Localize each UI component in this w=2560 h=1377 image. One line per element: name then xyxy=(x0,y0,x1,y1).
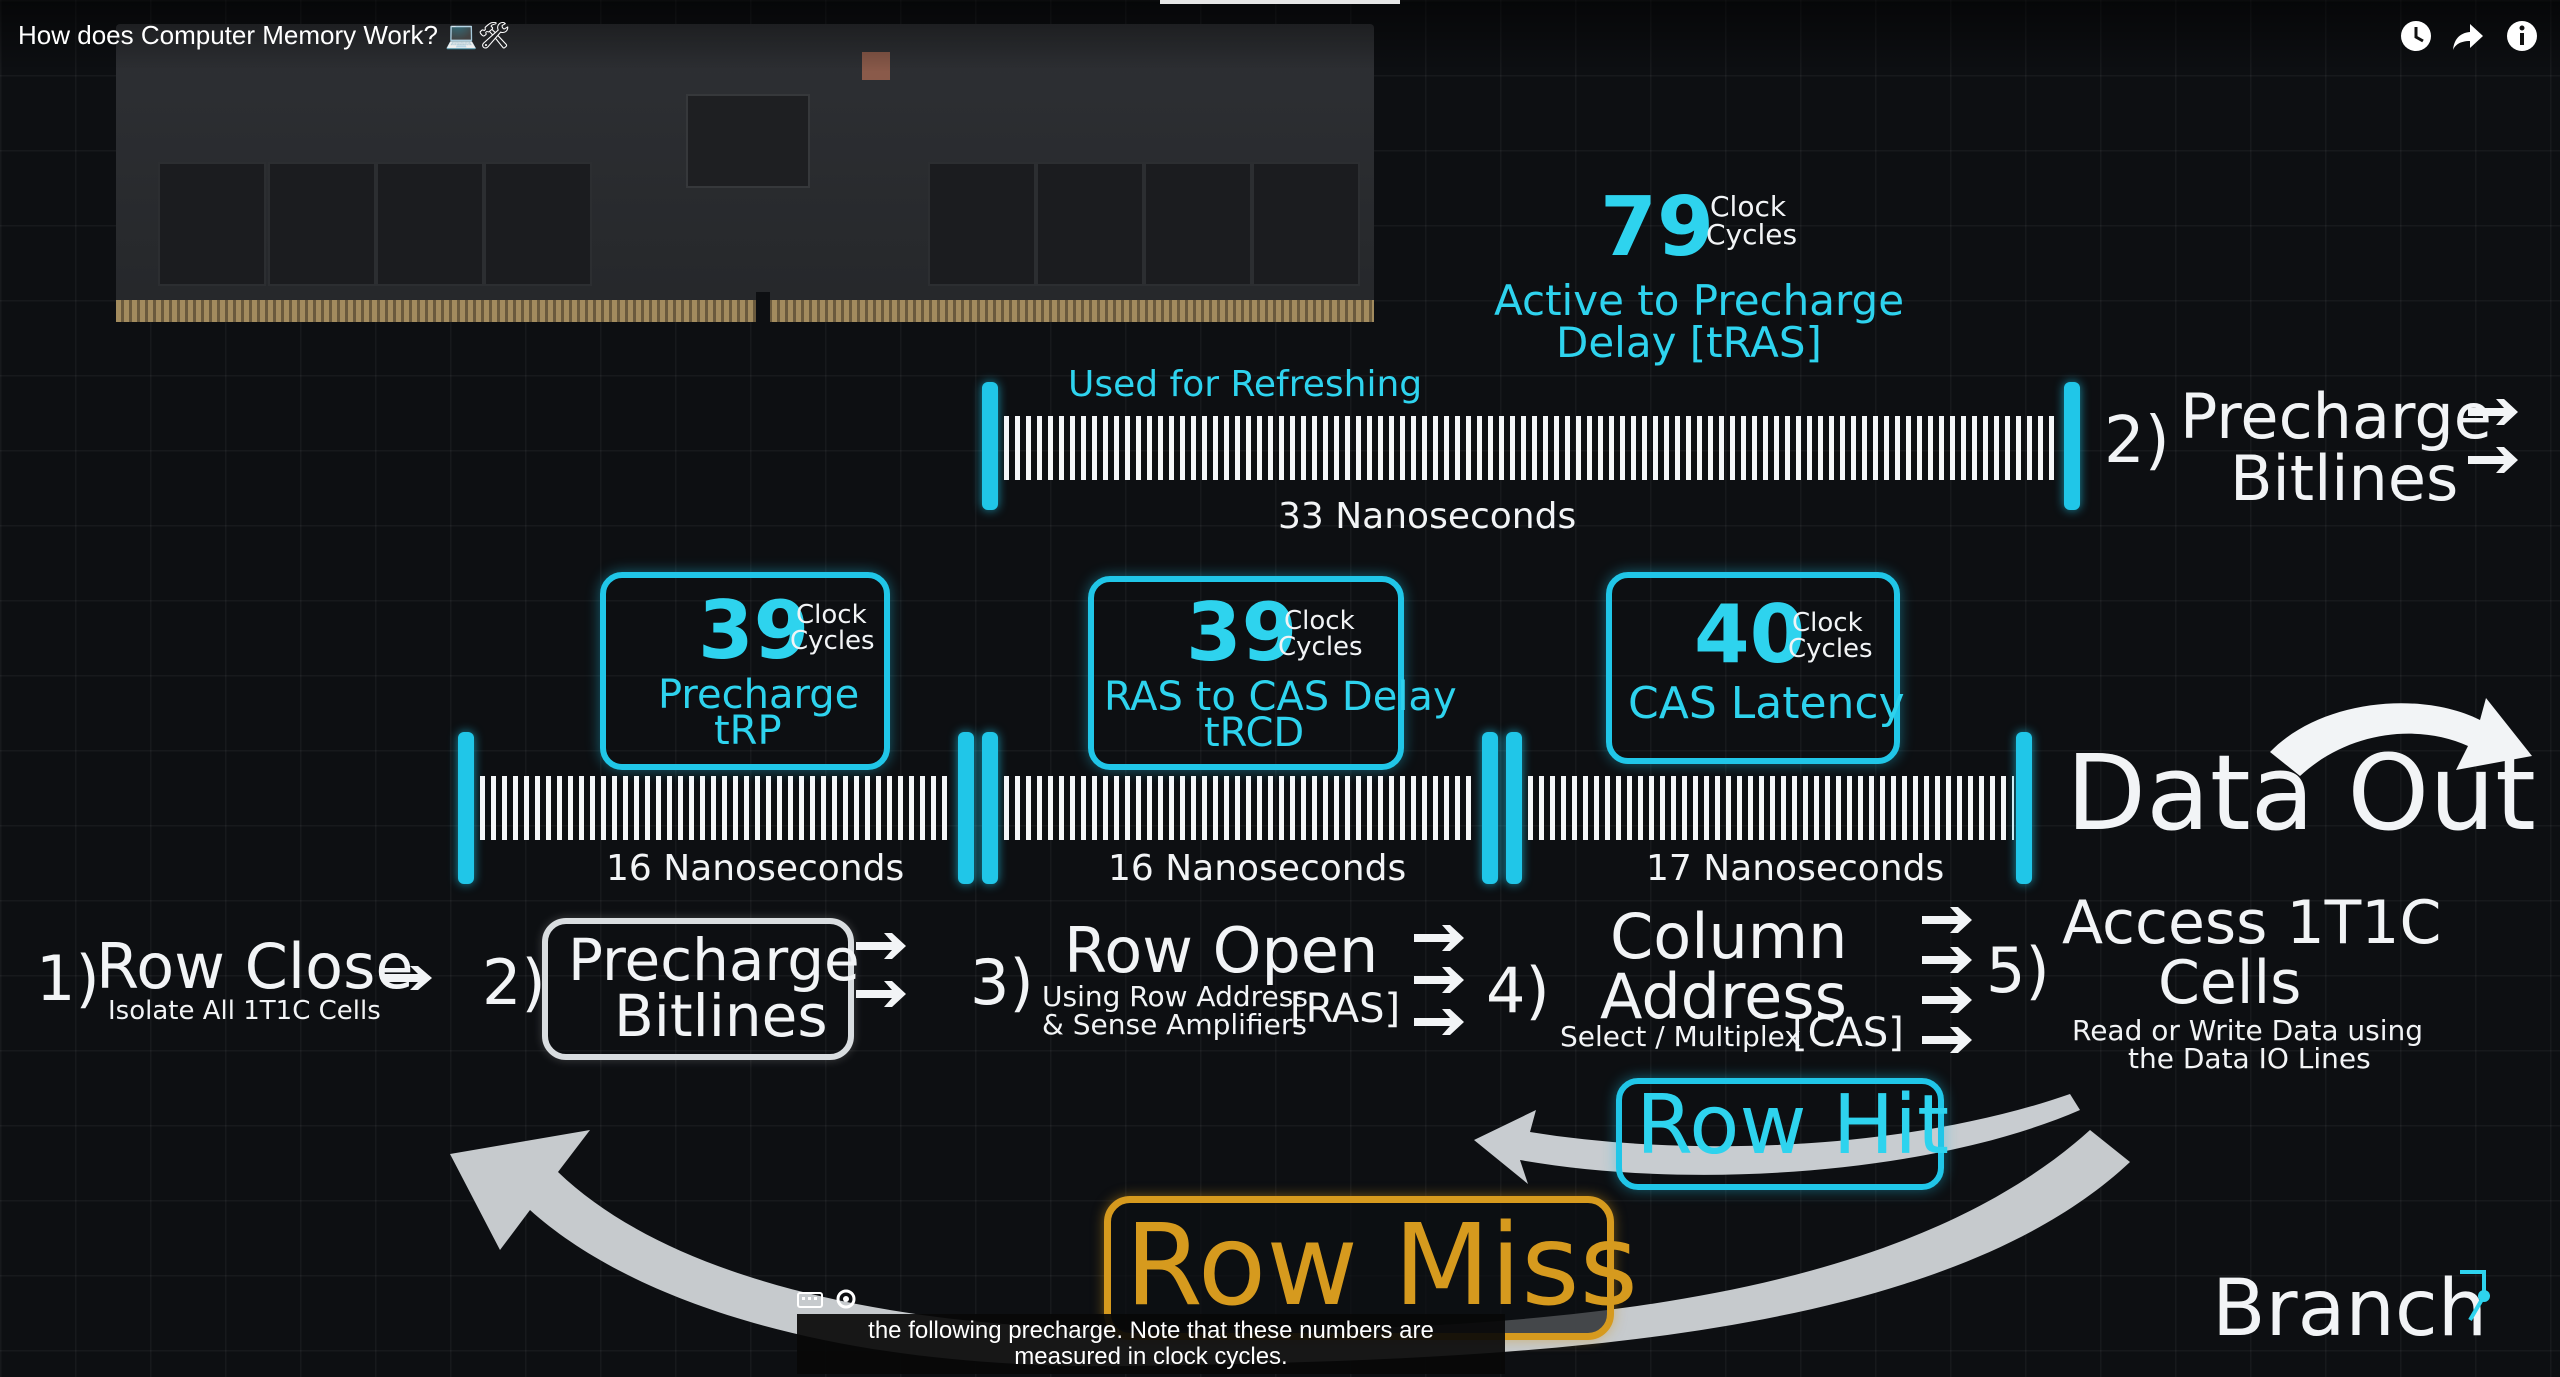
trp-unit-1: Clock xyxy=(796,600,867,630)
row-hit-arrow-icon xyxy=(1474,1094,2080,1184)
tras-duration: 33 Nanoseconds xyxy=(1278,496,1577,537)
trcd-duration: 16 Nanoseconds xyxy=(1108,848,1407,889)
trcd-unit-1: Clock xyxy=(1284,606,1355,636)
step-1-number: 1) xyxy=(36,942,100,1015)
tras-name-1: Active to Precharge xyxy=(1494,276,1905,325)
arrow-right-icon xyxy=(856,933,906,1007)
step-4-tag: [CAS] xyxy=(1792,1010,1904,1056)
tras-cycles-unit-1: Clock xyxy=(1710,190,1787,223)
cas-unit-2: Cycles xyxy=(1788,634,1873,664)
top-step-line2: Bitlines xyxy=(2230,442,2459,515)
row-miss-arrow-icon xyxy=(450,1130,2130,1367)
top-step-line1: Precharge xyxy=(2180,380,2492,453)
bar-cap-2b xyxy=(982,732,998,884)
step-5-sub-2: the Data IO Lines xyxy=(2128,1042,2371,1075)
step-3-title: Row Open xyxy=(1064,914,1379,987)
trcd-cycles: 39 xyxy=(1186,586,1298,679)
step-2-title-2: Bitlines xyxy=(614,982,828,1050)
cas-box: 40 Clock Cycles CAS Latency xyxy=(1606,572,1905,764)
step-1-title: Row Close xyxy=(96,930,414,1003)
info-icon[interactable] xyxy=(2504,18,2540,54)
row-hit-label: Row Hit xyxy=(1636,1078,1950,1173)
step-3-tag: [RAS] xyxy=(1290,986,1401,1032)
step-5-title-1: Access 1T1C xyxy=(2062,888,2442,958)
step-5-number: 5) xyxy=(1986,934,2050,1007)
brand-logo-text: Branch xyxy=(2212,1264,2488,1354)
bar-cap-3b xyxy=(1506,732,1522,884)
trp-name: Precharge xyxy=(658,672,860,718)
arrow-right-icon xyxy=(384,966,432,990)
progress-indicator xyxy=(1160,0,1400,4)
trp-cycles: 39 xyxy=(698,584,810,677)
title-bar xyxy=(0,0,2560,72)
brand-logo-icon xyxy=(2460,1270,2490,1322)
subtitle-box: the following precharge. Note that these… xyxy=(797,1314,1505,1374)
refresh-label: Used for Refreshing xyxy=(1068,364,1423,405)
clock-icon[interactable] xyxy=(2398,18,2434,54)
settings-icon[interactable] xyxy=(835,1288,857,1310)
step-5-title-2: Cells xyxy=(2158,948,2302,1018)
bar-cap-2a xyxy=(958,732,974,884)
tras-cycles-number: 79 xyxy=(1600,180,1715,275)
data-out-arrow-icon xyxy=(2270,698,2532,776)
cas-bar xyxy=(1528,776,2014,840)
tras-cycles-unit-2: Cycles xyxy=(1706,218,1798,251)
video-title[interactable]: How does Computer Memory Work? 💻🛠 xyxy=(18,20,511,50)
caption-controls xyxy=(797,1288,861,1314)
trcd-bar xyxy=(1004,776,1476,840)
cas-duration: 17 Nanoseconds xyxy=(1646,848,1945,889)
keyboard-icon[interactable] xyxy=(797,1290,823,1310)
trcd-abbr: tRCD xyxy=(1204,710,1305,756)
step-4-sub: Select / Multiplex xyxy=(1560,1020,1801,1053)
step-5-sub-1: Read or Write Data using xyxy=(2072,1014,2424,1047)
trp-bar xyxy=(480,776,950,840)
cas-unit-1: Clock xyxy=(1792,608,1863,638)
trcd-unit-2: Cycles xyxy=(1278,632,1363,662)
step-4-title-2: Address xyxy=(1600,960,1847,1033)
cas-name: CAS Latency xyxy=(1628,678,1905,729)
step-2-title-1: Precharge xyxy=(568,926,860,994)
arrow-right-icon xyxy=(2468,399,2518,473)
cas-cycles: 40 xyxy=(1694,588,1806,681)
trp-abbr: tRP xyxy=(714,708,782,754)
step-3-sub-2: & Sense Amplifiers xyxy=(1042,1008,1307,1041)
bar-cap-3a xyxy=(1482,732,1498,884)
trp-unit-2: Cycles xyxy=(790,626,875,656)
ram-module-image xyxy=(116,24,1374,322)
top-step-number: 2) xyxy=(2104,404,2170,478)
tras-bar xyxy=(1004,416,2058,480)
bar-cap-4 xyxy=(2016,732,2032,884)
trcd-box: 39 Clock Cycles RAS to CAS Delay tRCD xyxy=(1088,576,1457,770)
share-arrow-icon[interactable] xyxy=(2450,18,2486,54)
arrow-right-icon xyxy=(1922,907,1972,1053)
bar-cap-1 xyxy=(458,732,474,884)
step-3-number: 3) xyxy=(970,946,1034,1019)
step-3-sub-1: Using Row Address xyxy=(1042,980,1308,1013)
trcd-name: RAS to CAS Delay xyxy=(1104,674,1457,720)
row-miss-label: Row Miss xyxy=(1125,1201,1638,1331)
trp-box: 39 Clock Cycles Precharge tRP xyxy=(600,572,890,770)
arrow-right-icon xyxy=(1414,925,1464,1035)
step-1-sub: Isolate All 1T1C Cells xyxy=(108,996,381,1026)
tras-bar-start xyxy=(982,382,998,510)
step-2-number: 2) xyxy=(482,946,546,1019)
tras-name-2: Delay [tRAS] xyxy=(1556,318,1822,367)
row-hit-box: Row Hit xyxy=(1616,1078,1949,1190)
tras-bar-end xyxy=(2064,382,2080,510)
precharge-pill: Precharge Bitlines xyxy=(542,918,860,1060)
subtitle-line-2: measured in clock cycles. xyxy=(1014,1343,1288,1370)
subtitle-line-1: the following precharge. Note that these… xyxy=(868,1317,1434,1344)
step-4-title-1: Column xyxy=(1610,900,1848,973)
trp-duration: 16 Nanoseconds xyxy=(606,848,905,889)
step-4-number: 4) xyxy=(1486,954,1550,1027)
